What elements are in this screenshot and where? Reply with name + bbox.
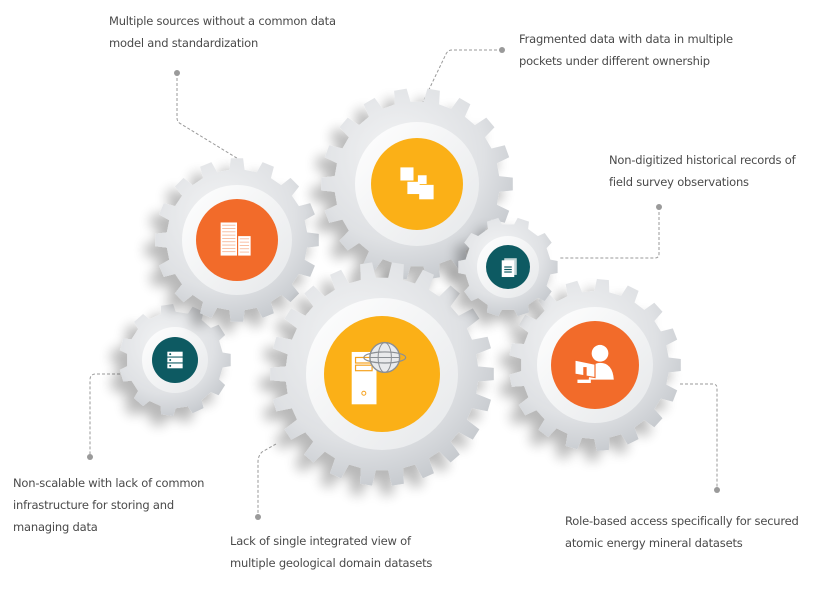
gear-integrated-view bbox=[270, 262, 494, 486]
computer-globe-icon bbox=[351, 341, 407, 405]
connector-dot-fragmented bbox=[499, 47, 505, 53]
label-role-access: Role-based access specifically for secur… bbox=[565, 510, 799, 554]
connector-dot-integrated-view bbox=[255, 514, 261, 520]
label-integrated-view: Lack of single integrated view of multip… bbox=[230, 530, 432, 574]
connector-fragmented bbox=[422, 49, 502, 103]
label-line: Role-based access specifically for secur… bbox=[565, 514, 799, 528]
label-line: multiple geological domain datasets bbox=[230, 556, 433, 570]
label-line: field survey observations bbox=[609, 175, 749, 189]
connector-non-digitized bbox=[560, 207, 660, 259]
label-line: managing data bbox=[13, 520, 98, 534]
gear-fragmented bbox=[321, 88, 513, 280]
label-line: Multiple sources without a common data bbox=[109, 14, 336, 28]
label-line: pockets under different ownership bbox=[519, 54, 710, 68]
gear-non-scalable bbox=[119, 304, 231, 416]
label-line: Lack of single integrated view of bbox=[230, 534, 411, 548]
label-line: Non-scalable with lack of common bbox=[13, 476, 205, 490]
user-computer-icon bbox=[574, 344, 614, 383]
gear-sources bbox=[155, 158, 319, 322]
label-line: Fragmented data with data in multiple bbox=[519, 32, 733, 46]
gear-role-access bbox=[509, 279, 681, 451]
connector-dot-non-digitized bbox=[656, 204, 662, 210]
connector-sources bbox=[176, 73, 241, 161]
connector-integrated-view bbox=[257, 443, 277, 517]
server-stack-icon bbox=[167, 351, 183, 369]
label-non-scalable: Non-scalable with lack of common infrast… bbox=[13, 472, 204, 538]
label-line: model and standardization bbox=[109, 36, 259, 50]
connector-non-scalable bbox=[89, 373, 125, 457]
gear-non-digitized bbox=[458, 217, 558, 317]
connector-dot-non-scalable bbox=[87, 454, 93, 460]
label-fragmented: Fragmented data with data in multiple po… bbox=[519, 28, 733, 72]
scattered-squares-icon bbox=[400, 167, 434, 200]
label-line: infrastructure for storing and bbox=[13, 498, 174, 512]
label-line: Non-digitized historical records of bbox=[609, 153, 796, 167]
buildings-icon bbox=[220, 222, 251, 256]
icon-disk bbox=[324, 316, 440, 432]
label-sources: Multiple sources without a common data m… bbox=[109, 10, 336, 54]
connector-dot-role-access bbox=[714, 487, 720, 493]
label-non-digitized: Non-digitized historical records of fiel… bbox=[609, 149, 796, 193]
label-line: atomic energy mineral datasets bbox=[565, 536, 743, 550]
connector-dot-sources bbox=[174, 70, 180, 76]
connector-role-access bbox=[680, 383, 718, 490]
documents-icon bbox=[501, 258, 517, 278]
